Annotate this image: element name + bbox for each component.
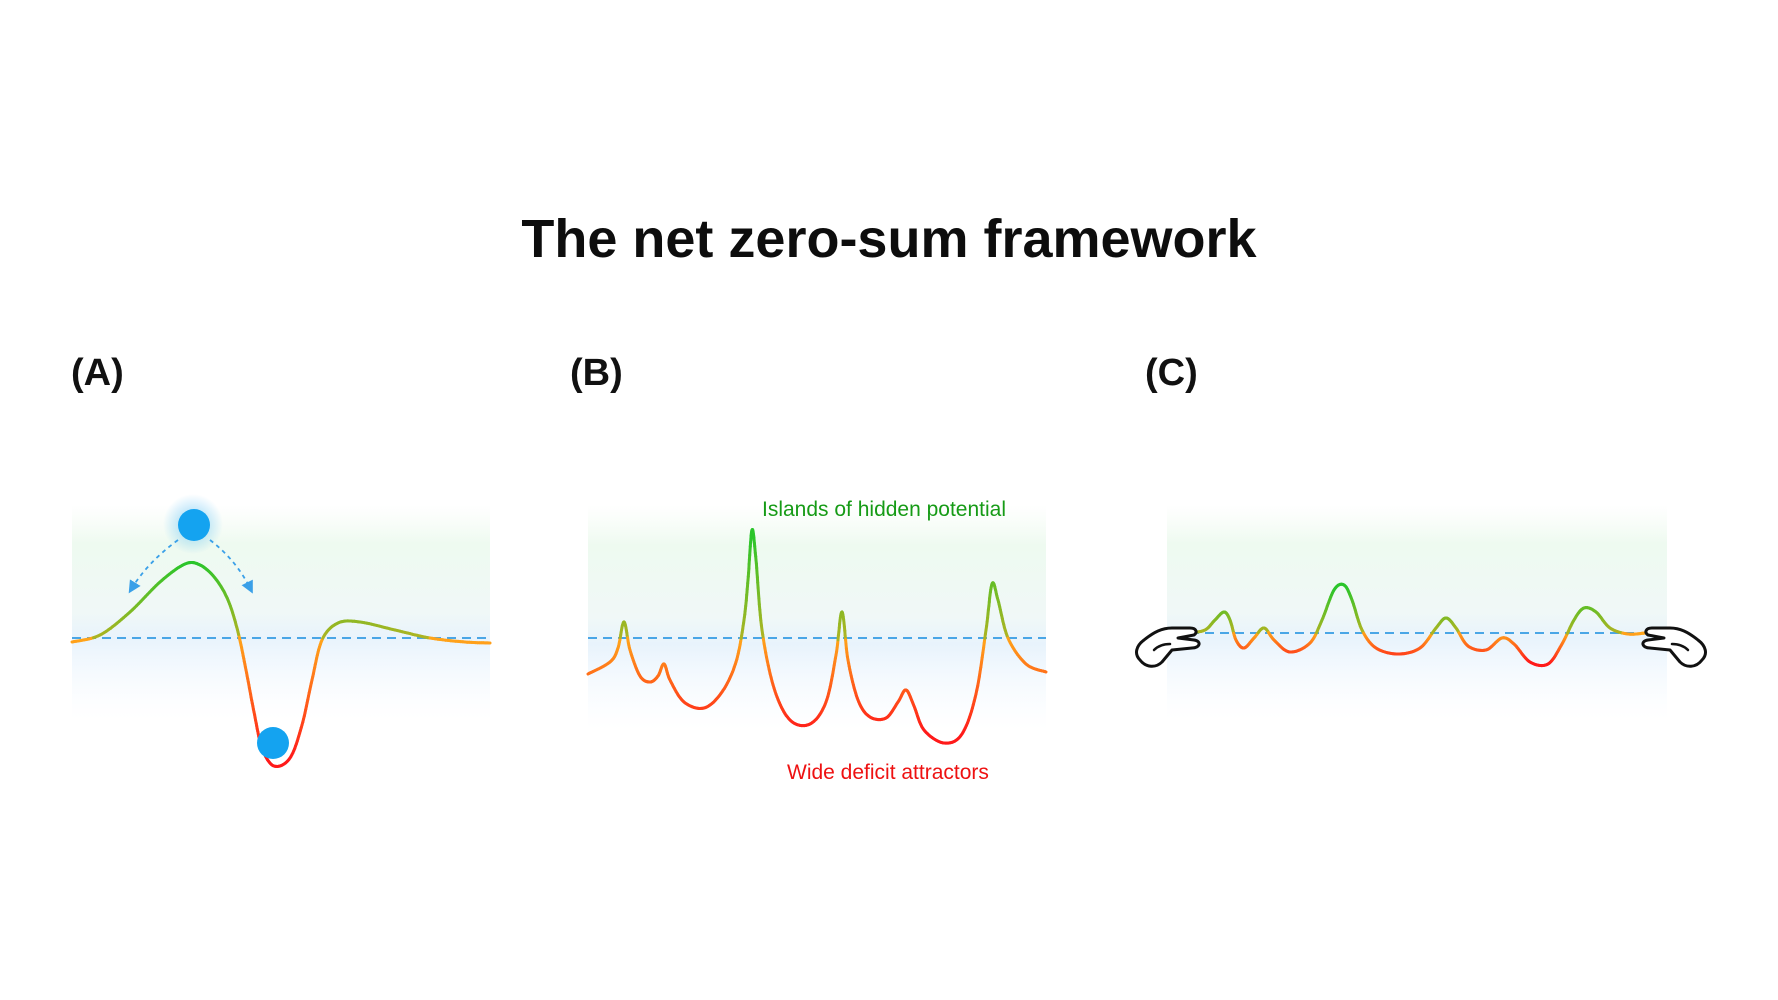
panel-a-landscape-curve xyxy=(70,561,492,768)
panel-label-b: (B) xyxy=(570,352,623,394)
panel-c-landscape-curve xyxy=(1188,582,1647,668)
panel-label-c: (C) xyxy=(1145,352,1198,394)
right-hand-icon xyxy=(1641,626,1707,668)
arrow-left-icon xyxy=(128,539,179,594)
left-hand-icon xyxy=(1135,626,1201,668)
figure-title: The net zero-sum framework xyxy=(521,209,1257,269)
ball-on-peak xyxy=(178,509,210,541)
panel-a-background xyxy=(72,505,490,720)
panel-b-landscape-curve xyxy=(586,528,1048,745)
panel-b-background xyxy=(588,505,1046,730)
arrow-right-icon xyxy=(209,539,253,594)
attractors-annotation: Wide deficit attractors xyxy=(787,761,989,784)
ball-in-well xyxy=(257,727,289,759)
islands-annotation: Islands of hidden potential xyxy=(762,498,1006,521)
panel-c-background xyxy=(1167,505,1667,720)
panel-label-a: (A) xyxy=(71,352,124,394)
